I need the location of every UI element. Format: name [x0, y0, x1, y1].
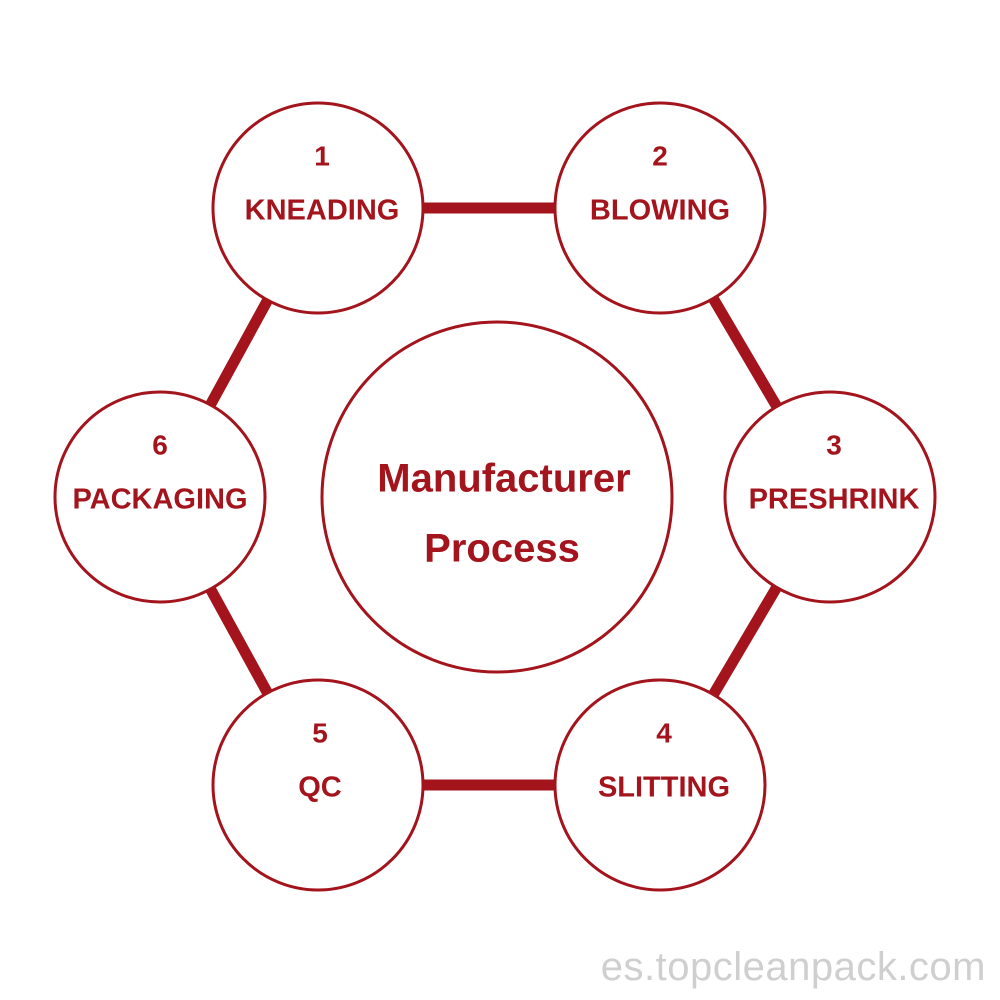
step-label: PRESHRINK	[749, 484, 920, 516]
step-label: BLOWING	[590, 195, 730, 227]
step-circle	[211, 101, 425, 315]
step-number: 4	[656, 717, 672, 748]
step-label: PACKAGING	[72, 484, 247, 516]
center-title-line2: Process	[424, 527, 580, 571]
step-node-5: 5QC	[211, 678, 425, 892]
step-circle	[553, 678, 767, 892]
step-number: 3	[826, 429, 842, 460]
center-title-line1: Manufacturer	[377, 457, 630, 501]
step-label: KNEADING	[245, 195, 400, 227]
center-circle	[320, 320, 674, 674]
step-number: 6	[152, 429, 168, 460]
step-number: 5	[312, 717, 328, 748]
step-number: 2	[652, 140, 668, 171]
watermark-text: es.topcleanpack.com	[600, 945, 986, 989]
step-label: QC	[298, 772, 342, 804]
step-number: 1	[314, 140, 330, 171]
step-circle	[211, 678, 425, 892]
step-label: SLITTING	[598, 772, 730, 804]
step-circle	[723, 390, 937, 604]
step-circle	[553, 101, 767, 315]
step-circle	[53, 390, 267, 604]
